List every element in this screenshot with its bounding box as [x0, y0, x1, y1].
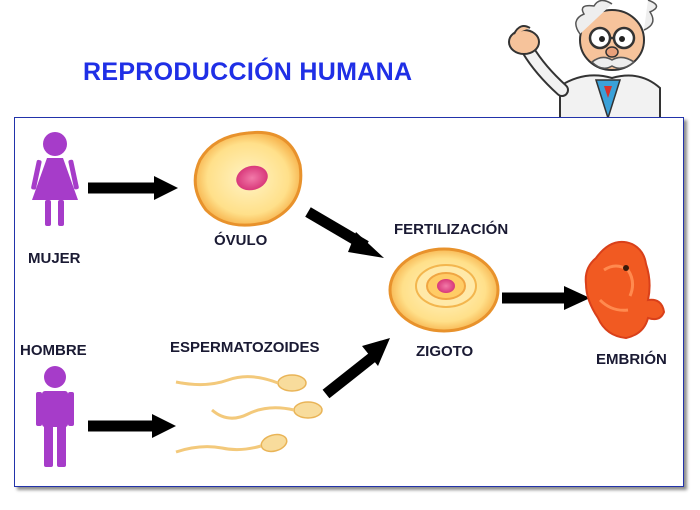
arrow-hombre-to-espermatozoides: [88, 414, 176, 438]
arrow-ovulo-to-zigoto: [305, 207, 384, 258]
arrow-zigoto-to-embrion: [502, 286, 590, 310]
sperm-icon: [175, 374, 323, 454]
label-embrion: EMBRIÓN: [596, 351, 667, 368]
arrow-mujer-to-ovulo: [88, 176, 178, 200]
label-fertilizacion: FERTILIZACIÓN: [394, 221, 509, 238]
man-icon: [36, 366, 74, 467]
label-mujer: MUJER: [28, 250, 81, 267]
ovum-icon: [193, 130, 303, 227]
label-zigoto: ZIGOTO: [416, 343, 474, 360]
label-ovulo: ÓVULO: [214, 232, 268, 249]
woman-icon: [31, 132, 79, 226]
zygote-icon: [388, 247, 500, 333]
page-title: REPRODUCCIÓN HUMANA: [83, 58, 413, 86]
embryo-icon: [584, 240, 666, 340]
label-hombre: HOMBRE: [20, 342, 87, 359]
label-espermatozoides: ESPERMATOZOIDES: [170, 339, 320, 356]
arrow-espermatozoides-to-zigoto: [322, 338, 390, 399]
